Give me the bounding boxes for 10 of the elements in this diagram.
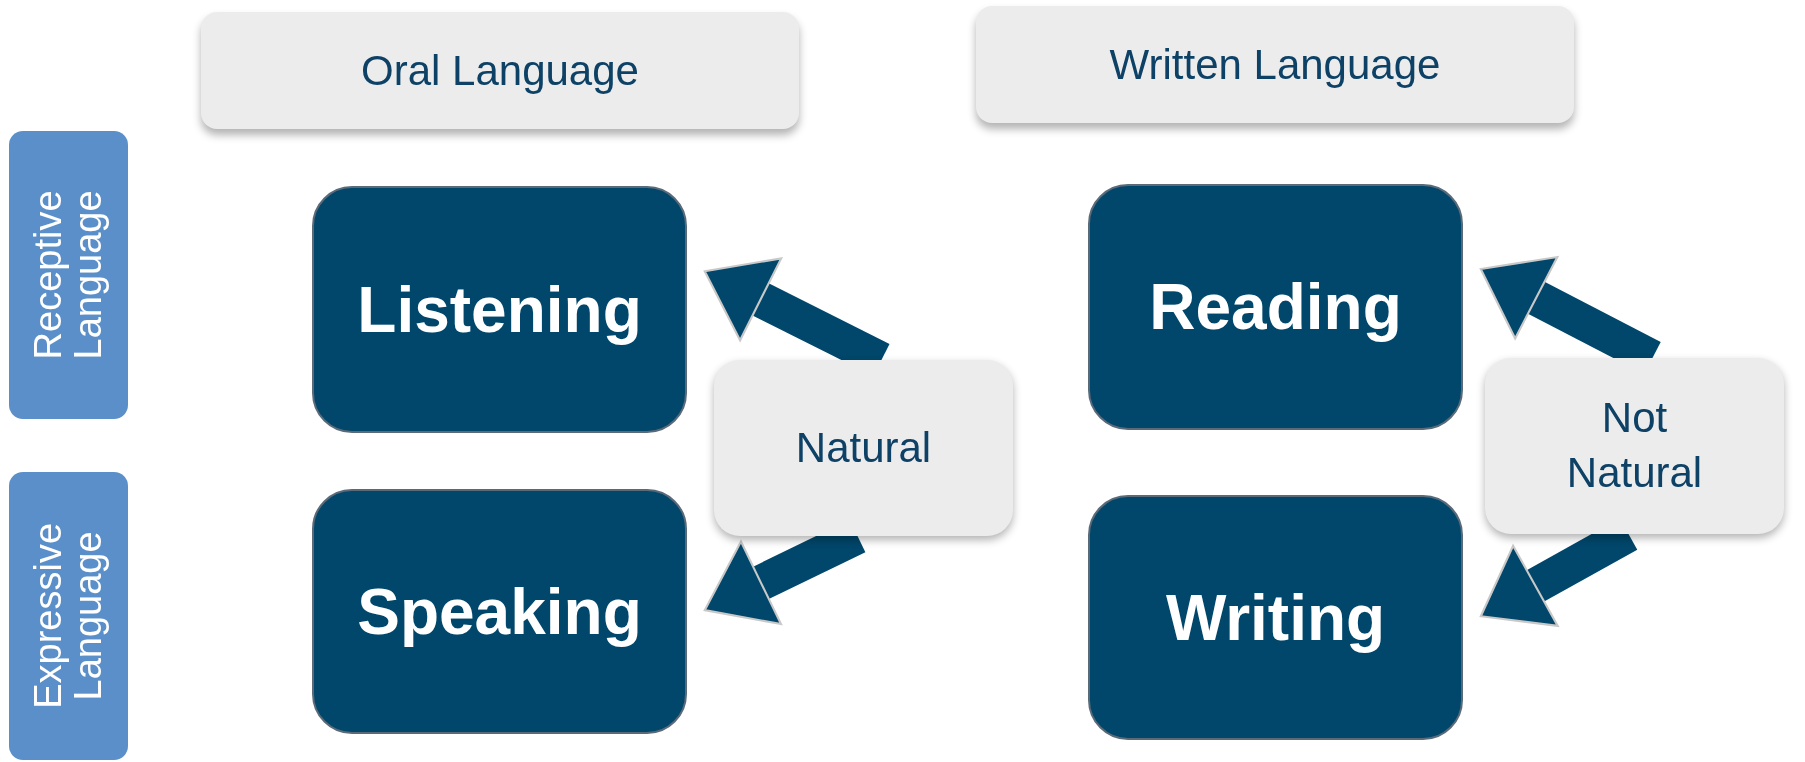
side-tab: Expressive Language: [9, 472, 128, 760]
header-box: Written Language: [976, 6, 1574, 123]
header-box: Oral Language: [201, 12, 799, 129]
note-box: Natural: [714, 360, 1013, 536]
note-box: Not Natural: [1485, 358, 1784, 534]
side-tab: Receptive Language: [9, 131, 128, 419]
skill-box: Reading: [1088, 184, 1463, 430]
skill-box: Listening: [312, 186, 687, 433]
skill-box: Writing: [1088, 495, 1463, 740]
skill-box: Speaking: [312, 489, 687, 734]
